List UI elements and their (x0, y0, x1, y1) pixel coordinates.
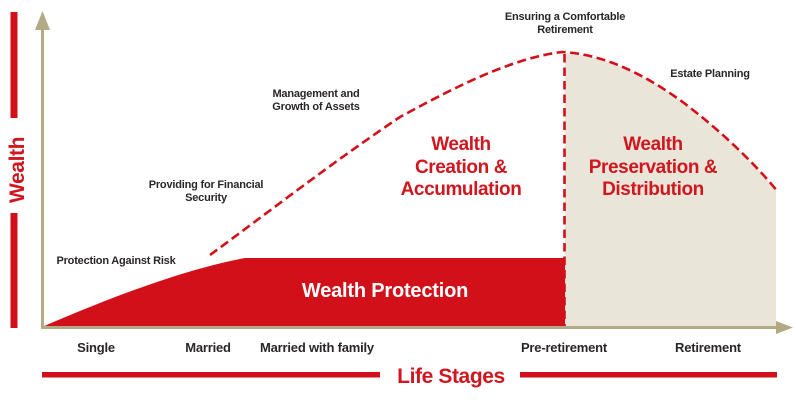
x-title-accent-right (520, 372, 777, 378)
preservation-area-shape (565, 53, 776, 327)
zone-label-wealth-protection: Wealth Protection (301, 280, 469, 302)
protection-area-shape (42, 258, 565, 327)
zone-label-wealth-preservation-distribution: Wealth Preservation & Distribution (588, 134, 718, 200)
y-axis-arrow-icon (35, 11, 50, 30)
x-axis-title: Life Stages (397, 365, 505, 388)
stage-label-married-with-family: Married with family (260, 340, 374, 355)
annotation-providing-financial-security: Providing for Financial Security (148, 179, 264, 204)
wealth-curve (209, 50, 780, 257)
stage-label-single: Single (77, 340, 115, 355)
stage-label-retirement: Retirement (675, 340, 741, 355)
y-axis-title: Wealth (6, 136, 29, 204)
annotation-ensuring-comfortable-retirement: Ensuring a Comfortable Retirement (504, 11, 626, 36)
zone-label-wealth-creation-accumulation: Wealth Creation & Accumulation (400, 134, 522, 200)
annotation-management-growth-of-assets: Management and Growth of Assets (272, 88, 360, 113)
y-title-accent-top (10, 12, 18, 118)
annotation-estate-planning: Estate Planning (670, 68, 750, 80)
stage-label-married: Married (185, 340, 231, 355)
x-axis-arrow-icon (776, 321, 793, 334)
x-title-accent-left (42, 372, 380, 378)
y-title-accent-bottom (10, 213, 18, 328)
annotation-protection-against-risk: Protection Against Risk (56, 255, 176, 267)
stage-label-pre-retirement: Pre-retirement (520, 340, 608, 355)
